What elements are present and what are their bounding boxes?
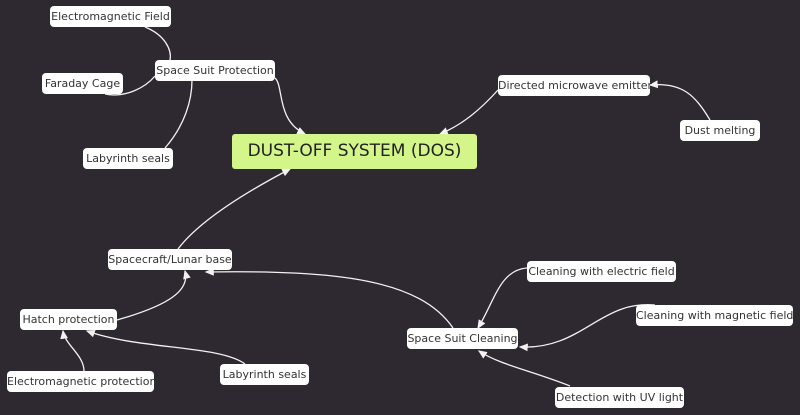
edge-hatch-to-spacecraft [116,269,191,321]
edge-em-protection-to-hatch [60,329,85,372]
edge-microwave-to-root [438,89,499,135]
edge-labyrinth-bottom-to-hatch [85,329,246,365]
node-spacecraft-lunar-base[interactable]: Spacecraft/Lunar base [108,249,232,270]
node-space-suit-protection[interactable]: Space Suit Protection [155,60,275,81]
node-detection-uv-light[interactable]: Detection with UV light [555,387,684,408]
edge-electric-to-cleaning [477,267,528,330]
node-cleaning-electric-field[interactable]: Cleaning with electric field [527,261,676,282]
edge-uv-to-cleaning [477,350,571,387]
node-electromagnetic-protection[interactable]: Electromagnetic protection [7,371,156,392]
edge-spacecraft-to-root [177,168,292,250]
node-hatch-protection[interactable]: Hatch protection [20,309,117,330]
edge-magnetic-to-cleaning [518,304,656,352]
node-labyrinth-seals-top[interactable]: Labyrinth seals [83,148,173,169]
node-dust-melting[interactable]: Dust melting [680,120,760,141]
node-faraday-cage[interactable]: Faraday Cage [42,73,123,94]
node-directed-microwave-emitter[interactable]: Directed microwave emitter [498,75,652,96]
node-electromagnetic-field[interactable]: Electromagnetic Field [50,6,171,27]
root-node[interactable]: DUST-OFF SYSTEM (DOS) [232,134,477,169]
node-space-suit-cleaning[interactable]: Space Suit Cleaning [407,328,518,349]
edge-em-field-to-ssp [144,26,171,61]
edge-labyrinth-top-to-ssp [164,79,193,149]
edge-faraday-to-ssp [104,75,156,96]
node-cleaning-magnetic-field[interactable]: Cleaning with magnetic field [636,305,793,326]
edge-cleaning-to-spacecraft [204,267,454,329]
node-labyrinth-seals-bottom[interactable]: Labyrinth seals [220,364,309,385]
edge-dust-melting-to-microwave [648,80,711,121]
edge-ssp-to-root [274,77,307,135]
